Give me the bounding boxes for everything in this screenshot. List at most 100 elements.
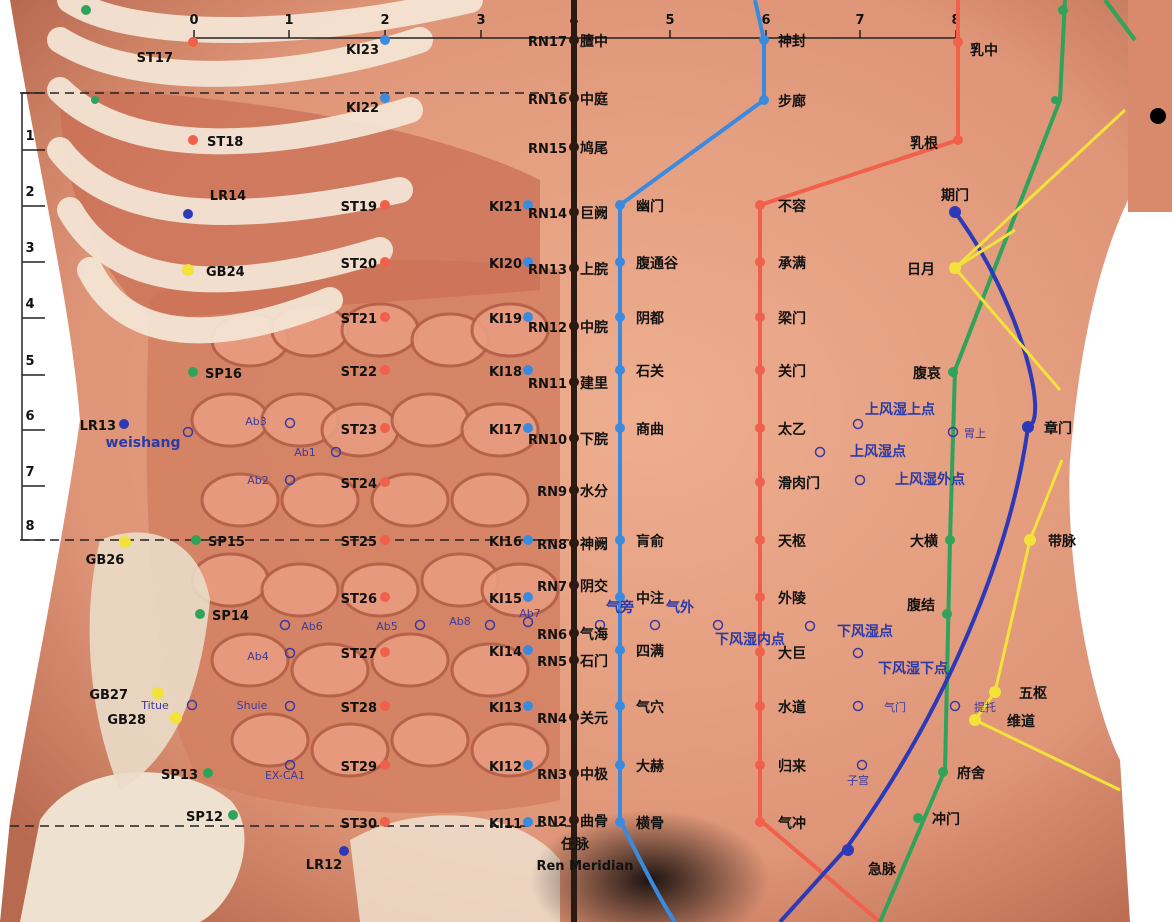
stomach-point-code: ST18: [207, 135, 243, 150]
ren-point-code: RN4: [537, 712, 567, 727]
ren-point-code: RN5: [537, 655, 567, 670]
stomach-point-name: 乳中: [970, 42, 998, 59]
kidney-point-dot-left: [523, 701, 533, 711]
gb-point-dot-right: [989, 686, 1001, 698]
spleen-point-dot-right: [938, 767, 948, 777]
gb-point-dot-right: [969, 714, 981, 726]
stomach-point-code: ST27: [341, 647, 377, 662]
stomach-point-dot-left: [380, 817, 390, 827]
stomach-point-dot-left: [380, 477, 390, 487]
extra-point-name: 上风湿上点: [865, 401, 935, 418]
spleen-point-code: SP13: [161, 768, 198, 783]
stomach-point-name: 太乙: [778, 421, 806, 438]
left-scale-tick-label: 1: [25, 129, 34, 144]
extra-point-label: Ab4: [247, 650, 269, 663]
ren-point-code: RN11: [528, 377, 567, 392]
extra-point-label: Ab8: [449, 615, 471, 628]
ren-point-code: RN12: [528, 321, 567, 336]
spleen-point-name: 腹结: [907, 597, 935, 614]
ren-point-name: 膻中: [580, 33, 608, 50]
gb-point-dot-left: [170, 712, 182, 724]
extra-point-label: Ab2: [247, 474, 269, 487]
kidney-point-dot-left: [523, 592, 533, 602]
intestine-coil: [392, 394, 468, 446]
spleen-point-dot-right: [948, 367, 958, 377]
liver-point-code: LR14: [210, 189, 246, 204]
stomach-point-code: ST22: [341, 365, 377, 380]
gb-point-dot-left: [119, 536, 131, 548]
kidney-point-name: 神封: [778, 33, 806, 50]
ren-point-code: RN6: [537, 628, 567, 643]
stomach-point-dot-left: [380, 760, 390, 770]
top-scale-tick-label: 2: [380, 13, 389, 28]
kidney-point-dot-left: [380, 35, 390, 45]
ren-point-name: 阴交: [580, 578, 608, 595]
kidney-point-dot-right: [615, 365, 625, 375]
kidney-point-dot-left: [523, 645, 533, 655]
extra-point-name: 气门: [884, 700, 906, 714]
spleen-point-name: 腹哀: [913, 365, 942, 382]
liver-point-name: 期门: [941, 187, 969, 204]
gb-point-dot-right: [1024, 534, 1036, 546]
stomach-point-code: ST23: [341, 423, 377, 438]
ren-point-name: 上脘: [580, 261, 608, 278]
ren-point-name: 中庭: [580, 91, 609, 108]
ren-point-name: 中极: [580, 766, 609, 783]
kidney-point-name: 四满: [636, 643, 664, 660]
liver-point-dot-left: [119, 419, 129, 429]
extra-point-name: 下风湿下点: [878, 660, 948, 677]
ren-point-dot: [569, 485, 579, 495]
stomach-point-dot-right: [953, 37, 963, 47]
spleen-point-code: SP12: [186, 810, 223, 825]
stomach-point-dot-right: [755, 760, 765, 770]
left-scale-tick-label: 2: [25, 185, 34, 200]
spleen-point-dot-left: [228, 810, 238, 820]
top-scale-tick-label: 0: [189, 13, 198, 28]
stomach-point-name: 气冲: [777, 815, 806, 832]
ren-point-code: RN10: [528, 433, 567, 448]
extra-point-label: Ab3: [245, 415, 267, 428]
spleen-point-code: SP14: [212, 609, 249, 624]
extra-point-name: 下风湿点: [837, 623, 893, 640]
kidney-point-name: 步廊: [778, 93, 806, 110]
stomach-point-code: ST17: [137, 51, 173, 66]
spleen-point-dot-left: [195, 609, 205, 619]
kidney-point-code: KI15: [489, 592, 522, 607]
ren-meridian-label-cn: 任脉: [560, 836, 590, 853]
extra-point-label: Ab5: [376, 620, 398, 633]
stomach-point-name: 承满: [778, 255, 806, 272]
spleen-top-dot-left: [81, 5, 91, 15]
liver-point-code: LR12: [306, 858, 342, 873]
stomach-point-dot-left: [380, 701, 390, 711]
stomach-point-dot-left: [380, 647, 390, 657]
kidney-point-dot-left: [523, 817, 533, 827]
stomach-point-dot-right: [953, 135, 963, 145]
ren-point-code: RN13: [528, 263, 567, 278]
kidney-point-dot-right: [759, 95, 769, 105]
stomach-point-dot-right: [755, 817, 765, 827]
top-scale-tick-label: 7: [855, 13, 864, 28]
extra-point-name: 子宫: [847, 773, 869, 787]
kidney-point-name: 气穴: [635, 699, 664, 716]
stomach-point-dot-right: [755, 200, 765, 210]
kidney-point-dot-right: [615, 200, 625, 210]
kidney-point-code: KI22: [346, 101, 379, 116]
stomach-point-dot-right: [755, 701, 765, 711]
top-scale-tick-label: 1: [284, 13, 293, 28]
gb-point-name: 五枢: [1019, 685, 1047, 702]
left-scale-tick-label: 8: [25, 519, 34, 534]
ren-point-dot: [569, 93, 579, 103]
stomach-point-dot-right: [755, 365, 765, 375]
stomach-point-dot-right: [755, 257, 765, 267]
liver-point-name: 急脉: [868, 861, 897, 878]
gb-point-dot-left: [152, 687, 164, 699]
ren-point-dot: [569, 433, 579, 443]
ren-point-dot: [569, 207, 579, 217]
gb-point-code: GB27: [89, 688, 128, 703]
stomach-point-code: ST30: [341, 817, 377, 832]
extra-point-label: Ab1: [294, 446, 316, 459]
extra-point-label: Titue: [140, 699, 169, 712]
arm-skin: [1128, 0, 1172, 212]
kidney-point-dot-right: [615, 701, 625, 711]
